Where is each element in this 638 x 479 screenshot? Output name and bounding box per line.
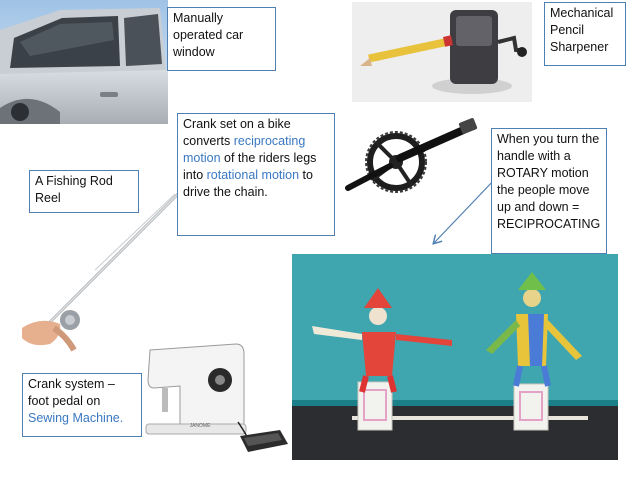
car-window-photo — [0, 0, 168, 124]
bike-crank-caption: Crank set on a bike converts reciprocati… — [177, 113, 335, 236]
automaton-photo — [292, 254, 618, 460]
sewing-machine-term: Sewing Machine. — [28, 411, 124, 425]
pencil-sharpener-caption: Mechanical Pencil Sharpener — [544, 2, 626, 66]
rotational-motion-term: rotational motion — [206, 168, 300, 182]
bike-crank-photo — [340, 118, 480, 200]
rotary-motion-text: When you turn the handle with a ROTARY m… — [497, 132, 601, 231]
rotary-arrow — [434, 177, 497, 243]
sewing-text: Crank system – foot pedal on — [28, 377, 115, 408]
fishing-reel-photo — [14, 188, 184, 358]
bike-crank-text-3: to drive the chain. — [183, 168, 313, 199]
sewing-machine-photo: JANOME — [140, 330, 290, 460]
reciprocating-motion-term: reciprocating motion — [183, 134, 306, 165]
sewing-brand-label: JANOME — [190, 423, 212, 429]
fishing-reel-caption: A Fishing Rod Reel — [29, 170, 139, 213]
car-window-text: Manually operated car window — [173, 11, 244, 59]
pencil-sharpener-photo — [352, 2, 532, 102]
car-window-caption: Manually operated car window — [167, 7, 276, 71]
reel-pointer-line — [94, 193, 176, 271]
fishing-reel-text: A Fishing Rod Reel — [35, 174, 113, 205]
rotary-motion-caption: When you turn the handle with a ROTARY m… — [491, 128, 607, 254]
bike-crank-text-2: of the riders legs into — [183, 151, 317, 182]
pencil-sharpener-text: Mechanical Pencil Sharpener — [550, 6, 614, 54]
sewing-machine-caption: Crank system – foot pedal on Sewing Mach… — [22, 373, 142, 437]
bike-crank-text-1: Crank set on a bike converts — [183, 117, 291, 148]
